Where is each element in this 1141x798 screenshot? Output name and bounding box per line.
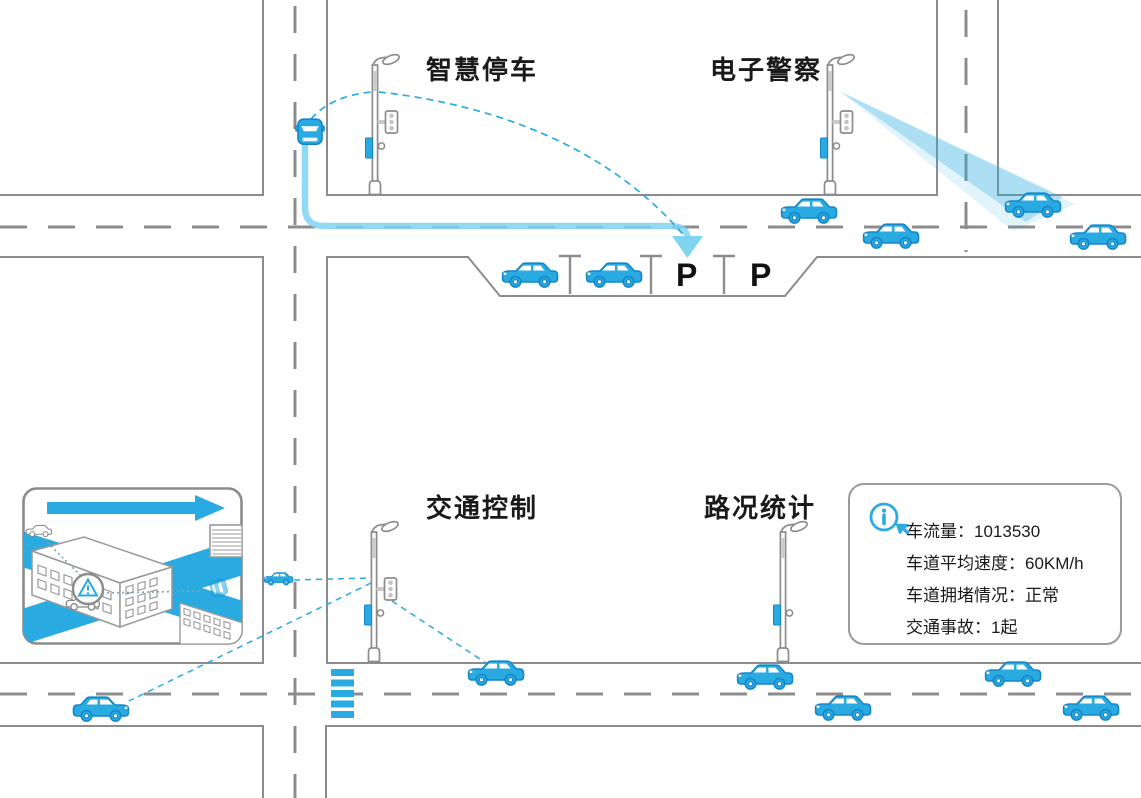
e-police-label: 电子警察	[710, 55, 823, 85]
pole-smart-parking	[364, 51, 402, 196]
car-top-icon	[294, 118, 326, 145]
inset-illustration	[22, 487, 243, 645]
traffic-control-links	[128, 577, 487, 702]
traffic-stats-panel: 车流量：1013530 车道平均速度：60KM/h 车道拥堵情况：正常 交通事故…	[848, 483, 1122, 645]
stat-accidents: 交通事故：1起	[906, 618, 1018, 637]
pole-traffic-control	[363, 518, 401, 663]
camera-beam	[841, 92, 1075, 231]
stat-congestion: 车道拥堵情况：正常	[906, 586, 1059, 605]
parking-arrow-icon	[672, 236, 703, 258]
pole-road-stats	[772, 518, 810, 663]
lane-centerlines	[0, 6, 1141, 798]
crosswalk	[331, 669, 354, 718]
pole-e-police	[819, 51, 857, 196]
road-stats-label: 路况统计	[704, 493, 817, 523]
parking-spot-mark: P	[676, 257, 698, 293]
parked-car-icon	[585, 262, 643, 288]
car-icon	[1069, 224, 1127, 250]
parking-spot-mark: P	[750, 257, 772, 293]
inset-building-main	[29, 536, 175, 629]
car-icon	[72, 696, 130, 722]
info-click-icon	[869, 502, 910, 535]
car-icon	[263, 572, 294, 586]
traffic-control-label: 交通控制	[426, 493, 539, 523]
stat-traffic-volume: 车流量：1013530	[906, 522, 1041, 541]
inset-building-roof	[179, 577, 242, 644]
car-icon	[814, 695, 872, 721]
car-icon	[736, 664, 794, 690]
inset-building-hatched	[209, 524, 242, 558]
smart-parking-label: 智慧停车	[426, 55, 539, 85]
stat-avg-speed: 车道平均速度：60KM/h	[906, 554, 1084, 573]
car-icon	[780, 198, 838, 224]
accident-warning-icon	[71, 572, 105, 606]
smart-parking-links	[310, 91, 687, 239]
flow-arrow-icon	[47, 495, 225, 521]
car-icon	[1062, 695, 1120, 721]
parked-car-icon	[501, 262, 559, 288]
car-icon	[467, 660, 525, 686]
parking-bay-dividers	[559, 254, 735, 294]
parking-guidance-path	[301, 139, 703, 258]
traffic-stats-lines: 车流量：1013530 车道平均速度：60KM/h 车道拥堵情况：正常 交通事故…	[906, 517, 1110, 638]
car-icon	[984, 661, 1042, 687]
